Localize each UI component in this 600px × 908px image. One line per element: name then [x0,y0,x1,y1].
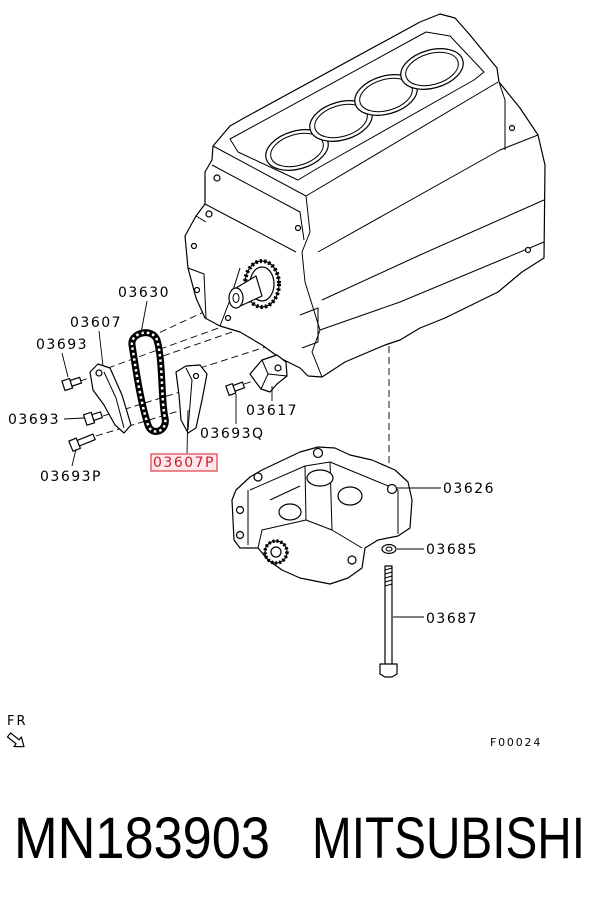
long-bolt-head [379,663,398,678]
callout-label-highlighted[interactable]: 03607P [153,455,215,471]
bolt-shank [69,376,83,387]
leader-line [98,330,104,367]
chain-guide-drawing [175,364,208,434]
bolt-drawing [61,376,83,392]
engine-block-bolt-holes [190,124,532,322]
cylinder-bore-inner [405,51,459,87]
bolt-hole [524,246,532,254]
bolt-drawing [68,433,96,452]
chain-guide-edge [185,367,193,431]
bolt-shank [232,381,246,392]
tensioner-edge [260,359,288,390]
washer-outer [381,543,397,555]
bolt-shank [91,411,103,421]
front-direction-arrow-icon [6,732,25,748]
direction-label: FR [7,714,28,729]
bolt-hole [193,286,201,294]
long-bolt-thread [384,567,393,587]
module-shaft-journal [337,486,363,506]
alignment-line [243,380,255,385]
engine-block-front-lines [187,164,319,349]
chain-guide-hole [192,372,200,380]
leader-line [61,352,69,378]
bolt-hole [224,314,232,322]
module-bolt-head [347,555,357,565]
callout-label[interactable]: 03617 [246,403,298,419]
engine-block-drawing [184,13,546,378]
leader-lines [61,300,441,618]
caption-part-number: MN183903 [14,806,270,871]
module-bolt-head [235,530,245,540]
module-gear-hub [270,546,282,558]
tensioner-lever-pivot [95,369,103,377]
figure-code: F00024 [490,736,542,749]
callout-label[interactable]: 03630 [118,285,170,301]
callout-label[interactable]: 03693Q [200,426,265,442]
washer-inner [385,546,393,552]
tensioner-drawing [249,354,288,393]
engine-block-edges [212,81,499,378]
chain-loop [128,329,169,435]
module-shaft-journal [306,469,334,487]
module-bolt-head [386,483,398,495]
bolt-hole [213,174,221,182]
washer-drawing [381,543,397,555]
tensioner-body [249,354,288,393]
cylinder-bore-4 [400,48,464,90]
crank-sprocket-drawing [228,259,281,309]
engine-block-side-lines [317,81,545,331]
callout-label[interactable]: 03626 [443,481,495,497]
bolt-hole [294,224,302,232]
module-shaft-journal [278,503,302,521]
tensioner-lever-drawing [89,363,132,434]
bolt-drawing [82,411,103,426]
bolt-hole [190,242,198,250]
direction-marker: FR [6,714,28,748]
leader-line [140,300,148,334]
sprocket-hub-bore [232,293,240,303]
callout-label[interactable]: 03607 [70,315,122,331]
module-gear-teeth [263,539,289,565]
callout-label[interactable]: 03693P [40,469,102,485]
engine-block-deck-jacket [229,31,485,181]
tensioner-hole [274,364,282,372]
module-bolt-head [235,505,245,515]
callout-highlight-box [150,453,218,472]
alignment-line [95,409,183,437]
cylinder-bore-inner [270,132,324,168]
callout-label[interactable]: 03693 [36,337,88,353]
bolt-hole [205,210,213,218]
long-bolt-drawing [379,565,398,678]
callout-labels: 03630 03607 03693 03693 03693P 03607P 03… [8,285,495,627]
tensioner-lever-edge [103,371,125,429]
module-assembly-drawing [231,446,413,585]
chain-guide-body [175,364,208,434]
callout-label[interactable]: 03693 [8,412,60,428]
leader-line [186,409,189,454]
callout-label[interactable]: 03685 [426,542,478,558]
leader-line [71,448,77,467]
bolt-hole [508,124,516,132]
leader-line [63,417,85,420]
caption-brand: MITSUBISHI [312,806,585,871]
module-bolt-head [312,447,324,459]
cylinder-bores [265,48,464,171]
bolt-drawing [225,381,246,397]
alignment-line [199,335,301,369]
callout-label[interactable]: 03687 [426,611,478,627]
module-bolt-head [253,472,263,482]
module-edges [247,461,399,549]
bolt-shank [76,433,96,447]
sprocket-hub-end [228,287,244,309]
chain-drawing [128,329,169,435]
